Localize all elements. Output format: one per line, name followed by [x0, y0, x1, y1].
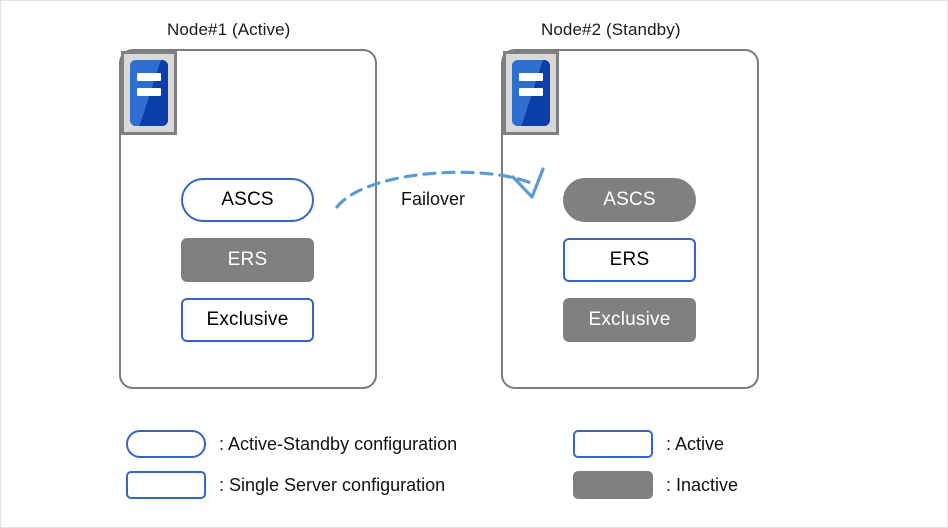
- server-slot-bar: [519, 88, 543, 96]
- legend-swatch-pill-outline: [126, 430, 206, 458]
- node2-service-ers-label: ERS: [609, 249, 650, 270]
- node2-service-ascs-label: ASCS: [603, 189, 656, 210]
- server-slot-bar: [137, 73, 161, 81]
- server-chassis: [130, 60, 168, 126]
- server-icon: [121, 51, 177, 135]
- legend-label-active-standby: : Active-Standby configuration: [219, 433, 458, 454]
- legend-label-inactive: : Inactive: [666, 474, 739, 495]
- server-icon: [503, 51, 559, 135]
- legend-swatch-inactive: [573, 471, 653, 499]
- node2-service-exclusive-label: Exclusive: [588, 309, 671, 330]
- legend-item-active-standby: : Active-Standby configuration: [126, 430, 457, 458]
- legend-label-active: : Active: [666, 433, 725, 454]
- node1-service-ascs-label: ASCS: [221, 189, 274, 210]
- node2-service-exclusive[interactable]: Exclusive: [563, 298, 696, 342]
- node1-service-exclusive-label: Exclusive: [206, 309, 289, 330]
- legend-label-single-server: : Single Server configuration: [219, 474, 446, 495]
- legend-item-single-server: : Single Server configuration: [126, 471, 445, 499]
- node1-service-ascs[interactable]: ASCS: [181, 178, 314, 222]
- node2-title: Node#2 (Standby): [541, 20, 681, 39]
- node2-service-ascs[interactable]: ASCS: [563, 178, 696, 222]
- failover-arrow-icon: [335, 167, 545, 209]
- node1-service-ers[interactable]: ERS: [181, 238, 314, 282]
- node1-service-exclusive[interactable]: Exclusive: [181, 298, 314, 342]
- server-slot-bar: [519, 73, 543, 81]
- failover-label: Failover: [401, 189, 466, 209]
- legend-item-active: : Active: [573, 430, 724, 458]
- legend-swatch-active: [573, 430, 653, 458]
- node2-service-ers[interactable]: ERS: [563, 238, 696, 282]
- node1-service-ers-label: ERS: [227, 249, 268, 270]
- server-chassis: [512, 60, 550, 126]
- server-slot-bar: [137, 88, 161, 96]
- legend-swatch-rect-outline: [126, 471, 206, 499]
- node1-title: Node#1 (Active): [167, 20, 291, 39]
- legend-item-inactive: : Inactive: [573, 471, 738, 499]
